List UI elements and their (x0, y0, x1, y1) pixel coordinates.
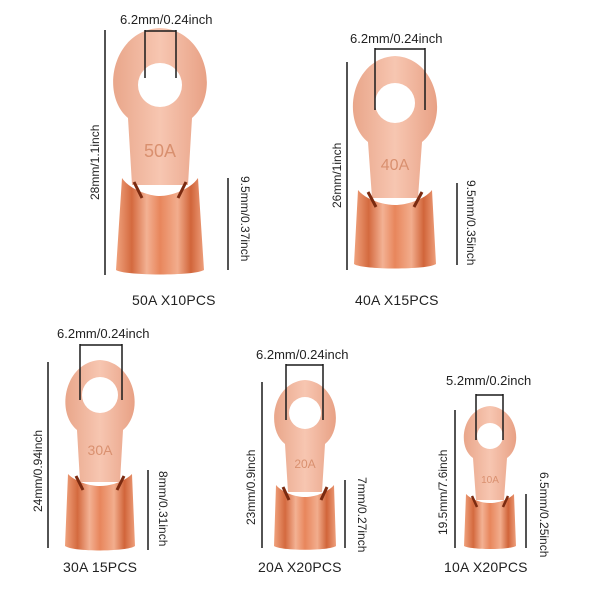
lug-50a-length-label: 28mm/1.1inch (88, 124, 102, 200)
lug-10a-dimensions (454, 394, 527, 548)
lug-30a-barrel-label: 8mm/0.31inch (156, 471, 170, 547)
lug-10a-length-label: 19.5mm/7.6inch (436, 449, 450, 535)
lug-20a-barrel (274, 485, 336, 550)
lug-10a-caption: 10A X20PCS (444, 559, 528, 575)
lug-20a-barrel-label: 7mm/0.27inch (355, 477, 369, 553)
lug-40a-barrel-label: 9.5mm/0.35inch (464, 180, 478, 266)
lug-40a-caption: 40A X15PCS (355, 292, 439, 308)
lug-20a-plate (274, 380, 336, 492)
lug-30a-dimensions (47, 344, 149, 550)
lug-20a-hole-label: 6.2mm/0.24inch (256, 347, 349, 362)
lug-40a-plate (352, 56, 438, 198)
lug-40a-length-label: 26mm/1inch (330, 142, 344, 208)
lug-30a-hole-label: 6.2mm/0.24inch (57, 326, 150, 341)
lug-10a-barrel (464, 494, 516, 549)
lug-40a-hole-label: 6.2mm/0.24inch (350, 31, 443, 46)
lug-10a-hole (477, 423, 503, 449)
lug-40a-stamp: 40A (381, 157, 410, 174)
lug-30a (65, 360, 135, 551)
lug-40a-dimensions (346, 48, 458, 270)
lug-50a-caption: 50A X10PCS (132, 292, 216, 308)
lug-50a-barrel-label: 9.5mm/0.37inch (238, 176, 252, 262)
lug-10a-hole-label: 5.2mm/0.2inch (446, 373, 532, 388)
lug-20a-dimensions (261, 364, 346, 548)
lug-40a-hole (375, 83, 415, 123)
lug-30a-barrel (65, 474, 135, 551)
lug-50a-barrel (116, 178, 204, 275)
lug-10a-barrel-label: 6.5mm/0.25inch (537, 472, 551, 558)
lug-50a (113, 28, 207, 275)
lug-30a-length-label: 24mm/0.94inch (31, 429, 45, 512)
lug-30a-caption: 30A 15PCS (63, 559, 138, 575)
lug-40a (352, 56, 438, 269)
lug-20a-length-label: 23mm/0.9inch (244, 449, 258, 525)
lug-50a-hole (138, 63, 182, 107)
lug-40a-barrel (354, 190, 436, 269)
lug-50a-stamp: 50A (144, 141, 176, 161)
lug-50a-hole-label: 6.2mm/0.24inch (120, 12, 213, 27)
lug-20a-caption: 20A X20PCS (258, 559, 342, 575)
lug-20a (274, 380, 336, 550)
lug-20a-stamp: 20A (294, 457, 315, 471)
lug-50a-dimensions (104, 30, 229, 275)
lug-20a-hole (289, 397, 321, 429)
lug-30a-hole (82, 377, 118, 413)
lug-10a (463, 406, 517, 549)
lug-10a-stamp: 10A (481, 475, 499, 486)
lug-30a-stamp: 30A (88, 442, 114, 458)
